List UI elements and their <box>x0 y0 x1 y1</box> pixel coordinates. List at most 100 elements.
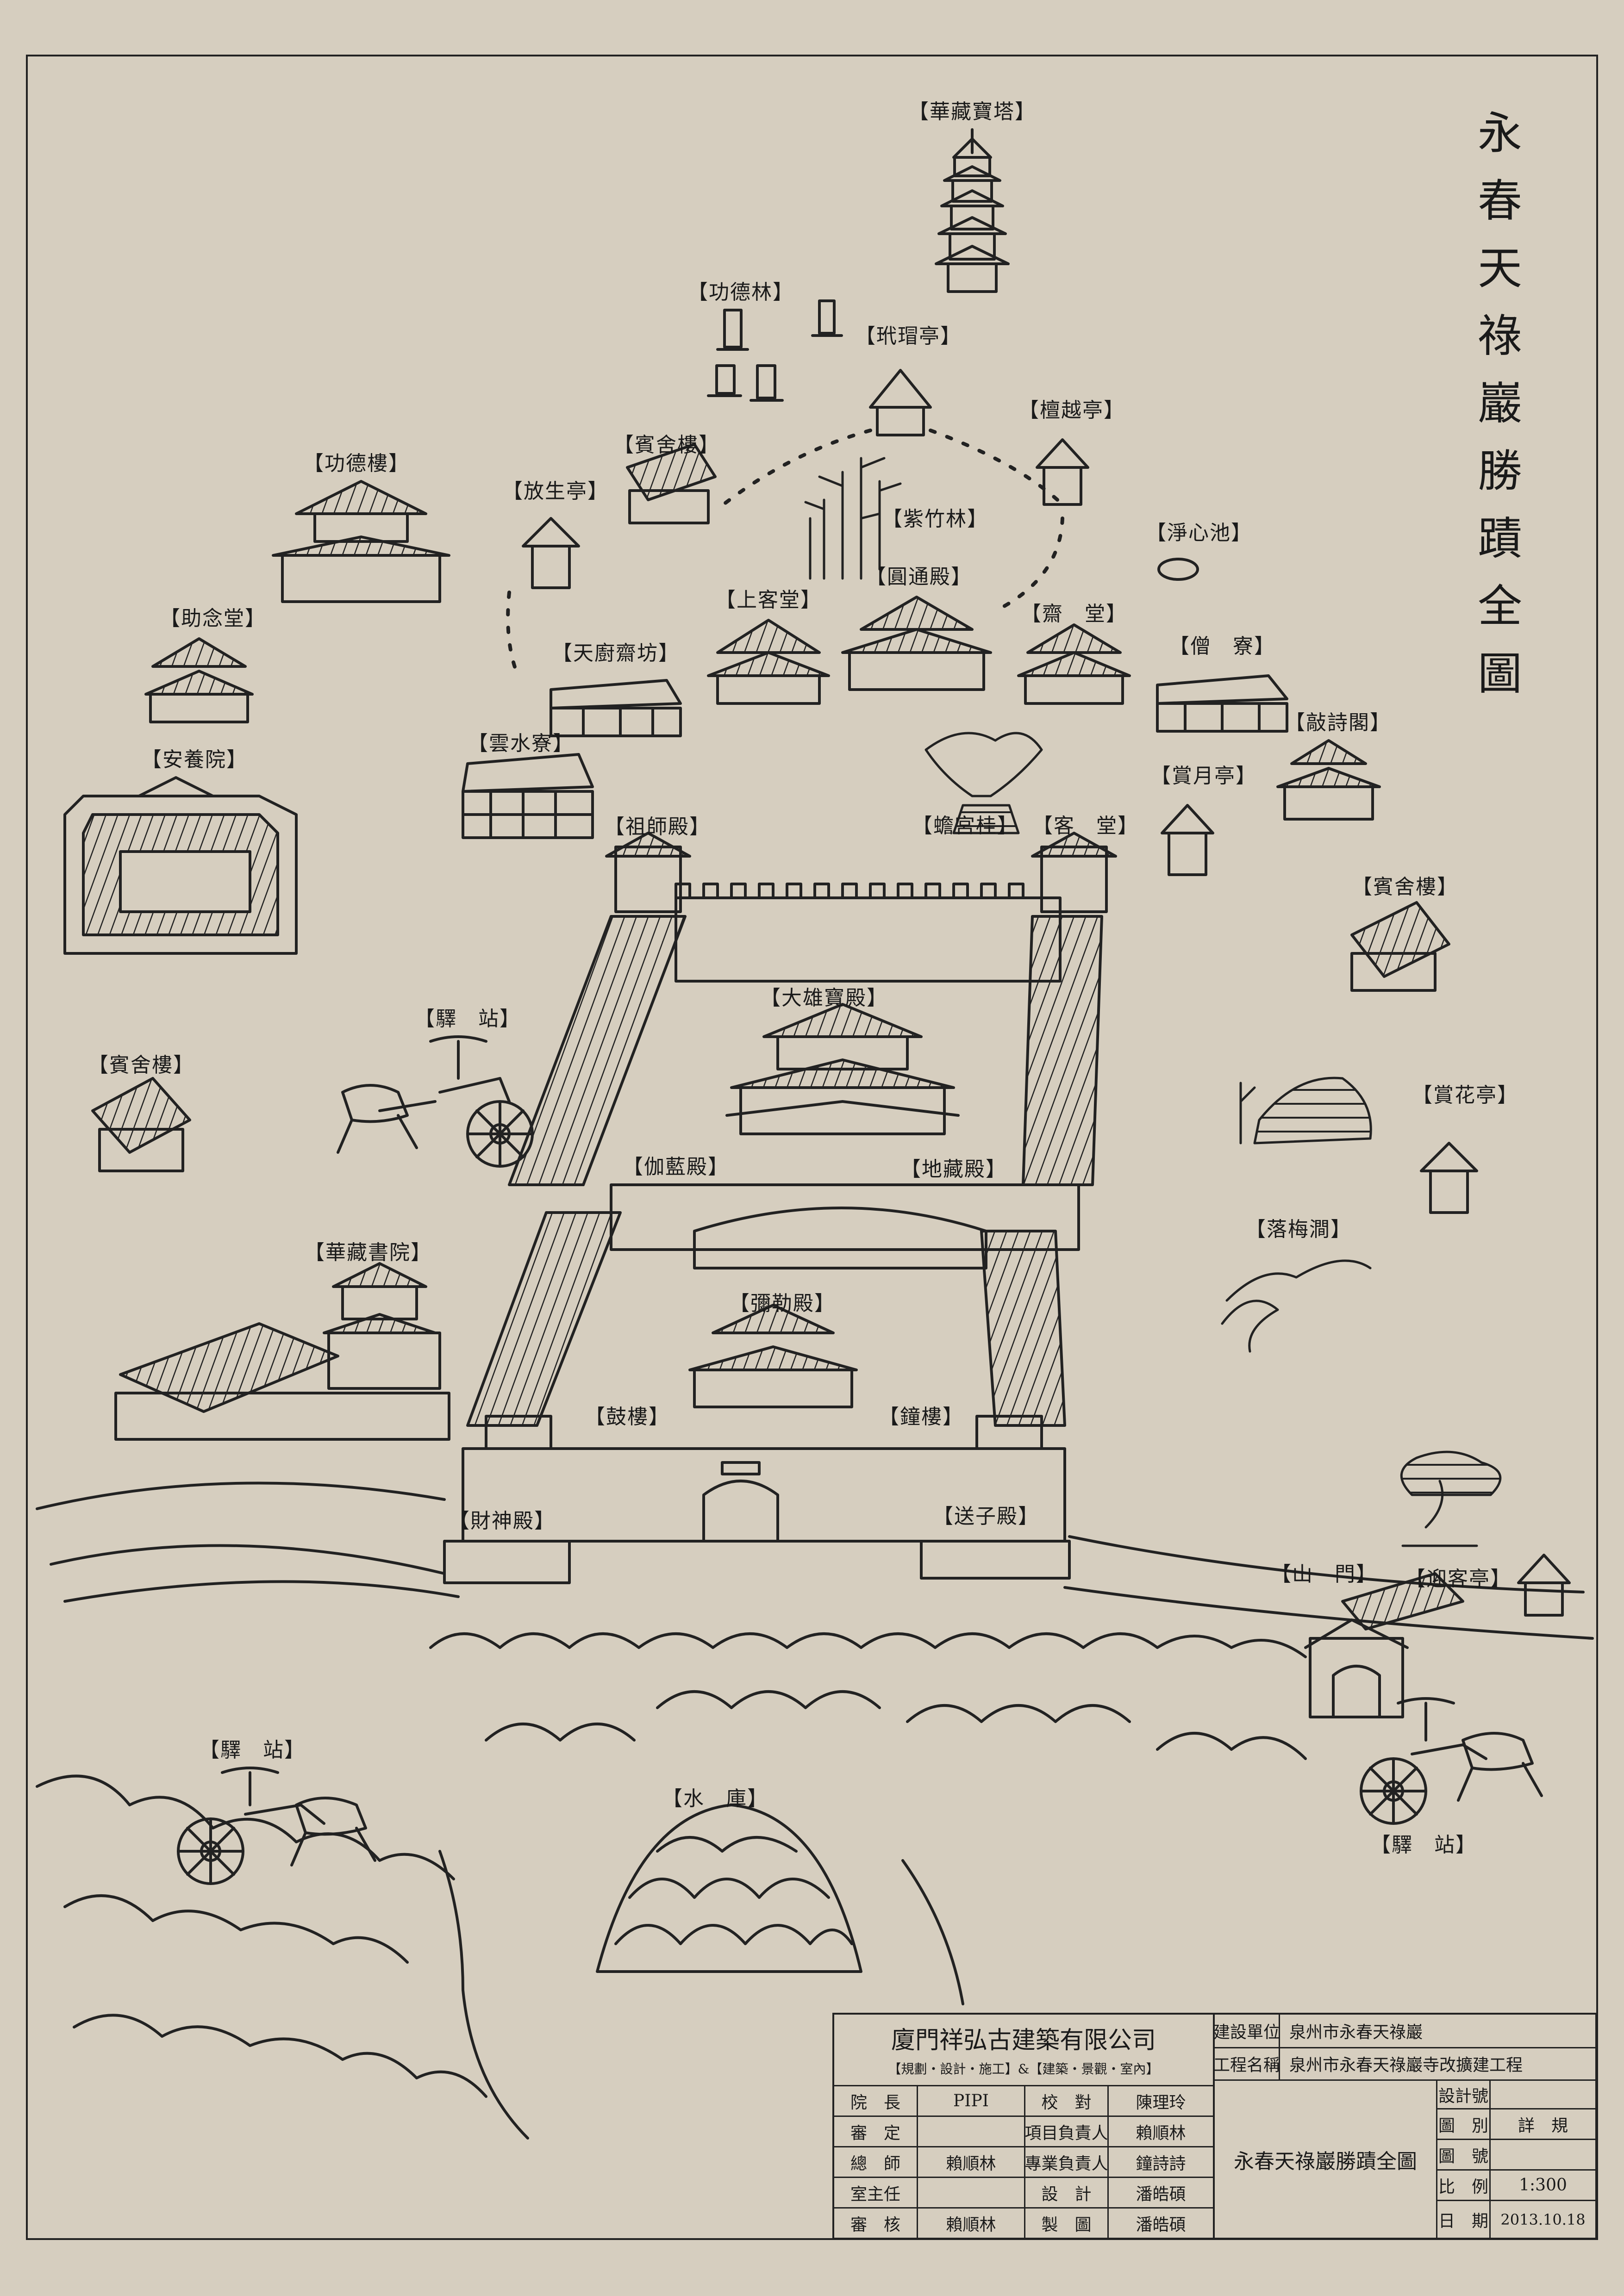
row-value: PIPI <box>953 2091 989 2110</box>
qiaoshi-ge-building <box>1276 739 1381 821</box>
label-gongde-lin: 【功德林】 <box>687 280 794 304</box>
row-label: 總 師 <box>850 2154 900 2173</box>
shanghua-pavilion <box>1420 1142 1478 1214</box>
right-label: 圖 號 <box>1438 2147 1488 2166</box>
outer-wall <box>36 1481 1594 1640</box>
longli-pavilion <box>869 369 932 436</box>
label-qiaoshi-ge: 【敲詩閣】 <box>1285 711 1391 734</box>
label-dizang-dian: 【地藏殿】 <box>900 1157 1007 1181</box>
title-block: 廈門祥弘古建築有限公司 【規劃・設計・施工】&【建築・景觀・室內】 建設單位 泉… <box>832 2013 1597 2240</box>
row-value <box>918 2117 1024 2146</box>
row-value <box>918 2178 1024 2207</box>
label-mile-dian: 【彌勒殿】 <box>729 1292 836 1315</box>
yingke-pavilion <box>1517 1554 1571 1617</box>
row-label: 專業負責人 <box>1024 2154 1108 2173</box>
binshe-lou-3-building <box>91 1077 191 1172</box>
right-label: 日 期 <box>1438 2211 1488 2231</box>
project-label: 工程名稱 <box>1213 2056 1280 2075</box>
label-binshe-lou-3: 【賓舍樓】 <box>88 1053 194 1077</box>
label-gu-lou: 【鼓樓】 <box>585 1405 670 1429</box>
label-yizhan-2: 【驛 站】 <box>199 1738 306 1762</box>
right-label: 比 例 <box>1438 2177 1488 2196</box>
chan-gong-gui-tree <box>924 732 1043 834</box>
title-char: 全 <box>1478 580 1522 632</box>
anyang-yuan-building <box>63 776 298 955</box>
project-value: 泉州市永春天祿巖寺改擴建工程 <box>1289 2056 1523 2075</box>
yingke-pine-tree <box>1400 1450 1502 1547</box>
label-ke-tang: 【客 堂】 <box>1032 814 1139 838</box>
label-yunshui-liao: 【雲水寮】 <box>468 732 574 755</box>
client-label: 建設單位 <box>1213 2023 1280 2042</box>
zhunian-tang-building <box>144 637 254 723</box>
label-longli-ting: 【玳瑁亭】 <box>855 324 962 348</box>
central-temple-complex <box>443 832 1117 1584</box>
reservoir-drawing <box>596 1804 862 1973</box>
label-chan-gong-gui: 【蟾宮桂】 <box>912 814 1018 838</box>
title-char: 蹟 <box>1478 513 1522 565</box>
row-value: 潘皓碩 <box>1136 2215 1186 2234</box>
yuantong-dian-building <box>841 596 992 691</box>
tianchu-zhaifang-building <box>550 679 682 737</box>
label-zhai-tang: 【齋 堂】 <box>1021 602 1127 626</box>
row-label: 設 計 <box>1041 2184 1092 2204</box>
right-label: 圖 別 <box>1438 2116 1488 2135</box>
shanmen-gate <box>1304 1572 1464 1718</box>
label-luomei-jian: 【落梅澗】 <box>1245 1218 1352 1241</box>
label-yizhan-3: 【驛 站】 <box>1370 1833 1477 1857</box>
label-daxiong-baodian: 【大雄寶殿】 <box>760 986 888 1010</box>
title-char: 勝 <box>1478 445 1522 497</box>
label-huazang-pagoda: 【華藏寶塔】 <box>908 100 1036 124</box>
title-char: 圖 <box>1478 648 1522 700</box>
zizhu-bamboo <box>804 457 902 580</box>
right-label: 設計號 <box>1438 2086 1488 2106</box>
company-name: 廈門祥弘古建築有限公司 <box>891 2026 1156 2054</box>
label-binshe-lou-1: 【賓舍樓】 <box>613 433 720 457</box>
binshe-lou-2-building <box>1350 901 1450 992</box>
label-shan-men: 【山 門】 <box>1271 1562 1377 1586</box>
map-title: 永 春 天 祿 巖 勝 蹟 全 圖 <box>1477 100 1523 708</box>
row-value: 賴順林 <box>946 2215 996 2234</box>
company-subtitle: 【規劃・設計・施工】&【建築・景觀・室內】 <box>888 2061 1159 2077</box>
label-tanyue-ting: 【檀越亭】 <box>1018 398 1125 422</box>
row-label: 室主任 <box>850 2184 900 2204</box>
label-shanghua-ting: 【賞花亭】 <box>1412 1083 1518 1107</box>
binshe-lou-1-building <box>626 443 717 524</box>
fangsheng-pavilion <box>522 517 580 589</box>
label-shui-ku: 【水 庫】 <box>662 1787 768 1811</box>
huazang-pagoda-drawing <box>935 128 1010 293</box>
row-label: 製 圖 <box>1041 2215 1092 2234</box>
jingxin-pond <box>1157 558 1199 581</box>
row-label: 審 核 <box>850 2215 900 2234</box>
yizhan-carriage-1 <box>337 1035 534 1168</box>
label-yuantong-dian: 【圓通殿】 <box>866 565 972 589</box>
label-tianchu-zhaifang: 【天廚齋坊】 <box>552 641 680 665</box>
gongde-lou-building <box>272 480 450 603</box>
label-zhunian-tang: 【助念堂】 <box>160 607 266 630</box>
label-yingke-ting: 【迎客亭】 <box>1405 1567 1512 1591</box>
label-gongde-lou: 【功德樓】 <box>303 452 410 475</box>
yizhan-carriage-2 <box>177 1767 376 1885</box>
title-char: 祿 <box>1478 310 1522 362</box>
right-value: 1:300 <box>1519 2176 1567 2195</box>
row-label: 校 對 <box>1041 2093 1092 2112</box>
tanyue-pavilion <box>1036 438 1089 506</box>
label-seng-liao: 【僧 寮】 <box>1169 635 1275 658</box>
drawing-name: 永春天祿巖勝蹟全圖 <box>1234 2149 1417 2173</box>
label-qielan-dian: 【伽藍殿】 <box>623 1155 729 1179</box>
row-label: 院 長 <box>850 2093 900 2112</box>
shangke-tang-building <box>707 619 830 705</box>
zhai-tang-building <box>1017 623 1131 705</box>
gongde-lin-steles <box>707 299 843 402</box>
yunshui-liao-building <box>462 753 594 839</box>
title-char: 巖 <box>1478 378 1522 429</box>
right-value <box>1491 2081 1595 2108</box>
label-songzi-dian: 【送子殿】 <box>933 1505 1039 1528</box>
label-binshe-lou-2: 【賓舍樓】 <box>1352 875 1458 899</box>
row-value: 賴順林 <box>1136 2123 1186 2143</box>
shangyue-pavilion <box>1161 804 1214 876</box>
label-yizhan-1: 【驛 站】 <box>414 1007 521 1031</box>
label-zizhu-lin: 【紫竹林】 <box>882 507 988 531</box>
right-value <box>1491 2140 1595 2169</box>
cloud-hills <box>36 1632 1307 2140</box>
label-huazang-shuyuan: 【華藏書院】 <box>304 1241 432 1264</box>
